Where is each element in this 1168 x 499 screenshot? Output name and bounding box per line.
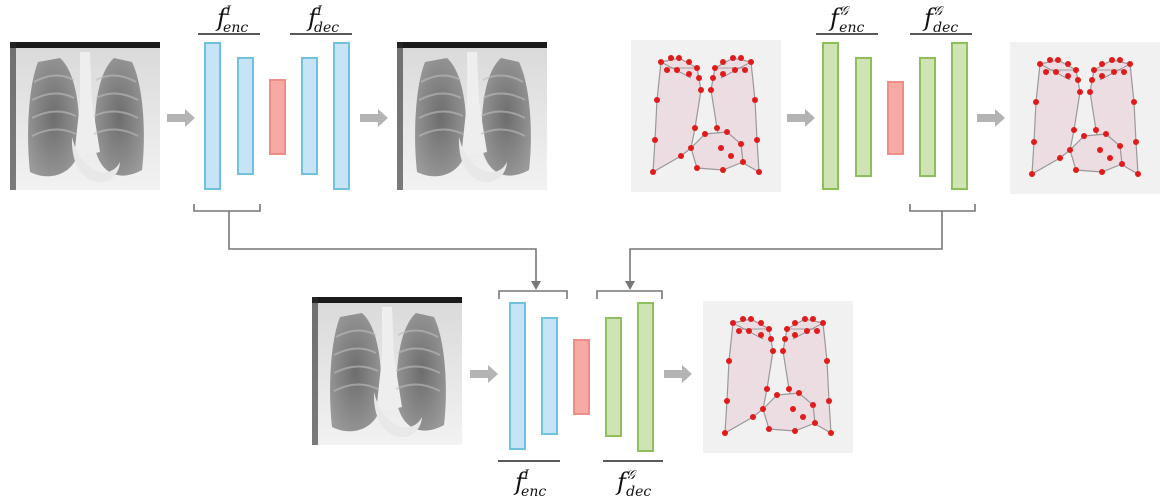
arrow-icon — [664, 365, 692, 383]
graph-decoder-layer-2 — [951, 42, 968, 190]
graph-decoder-layer-1 — [605, 317, 622, 437]
latent-space — [887, 81, 904, 155]
image-encoder-layer-1 — [204, 42, 221, 190]
arrow-icon — [167, 109, 195, 127]
input-xray-image — [311, 296, 463, 446]
input-landmark-graph — [630, 39, 782, 193]
graph-decoder-layer-2 — [637, 302, 654, 452]
image-encoder-layer-2 — [541, 317, 558, 435]
weight-transfer-connectors — [228, 211, 943, 290]
arrow-icon — [787, 109, 815, 127]
graph-encoder-layer-2 — [855, 57, 872, 177]
image-decoder-layer-2 — [333, 42, 350, 190]
reconstructed-landmark-graph — [1009, 41, 1161, 195]
image-encoder-layer-1 — [509, 302, 526, 450]
latent-space — [573, 339, 590, 415]
image-decoder-layer-1 — [301, 57, 318, 175]
arrow-icon — [470, 365, 498, 383]
arrow-icon — [977, 109, 1005, 127]
latent-space — [269, 79, 286, 155]
graph-encoder-layer-1 — [822, 42, 839, 190]
image-encoder-layer-2 — [237, 57, 254, 175]
graph-decoder-layer-1 — [919, 57, 936, 177]
reconstructed-xray-image — [396, 41, 548, 191]
input-xray-image — [9, 41, 161, 191]
predicted-landmark-graph — [702, 300, 854, 454]
arrow-icon — [360, 109, 388, 127]
